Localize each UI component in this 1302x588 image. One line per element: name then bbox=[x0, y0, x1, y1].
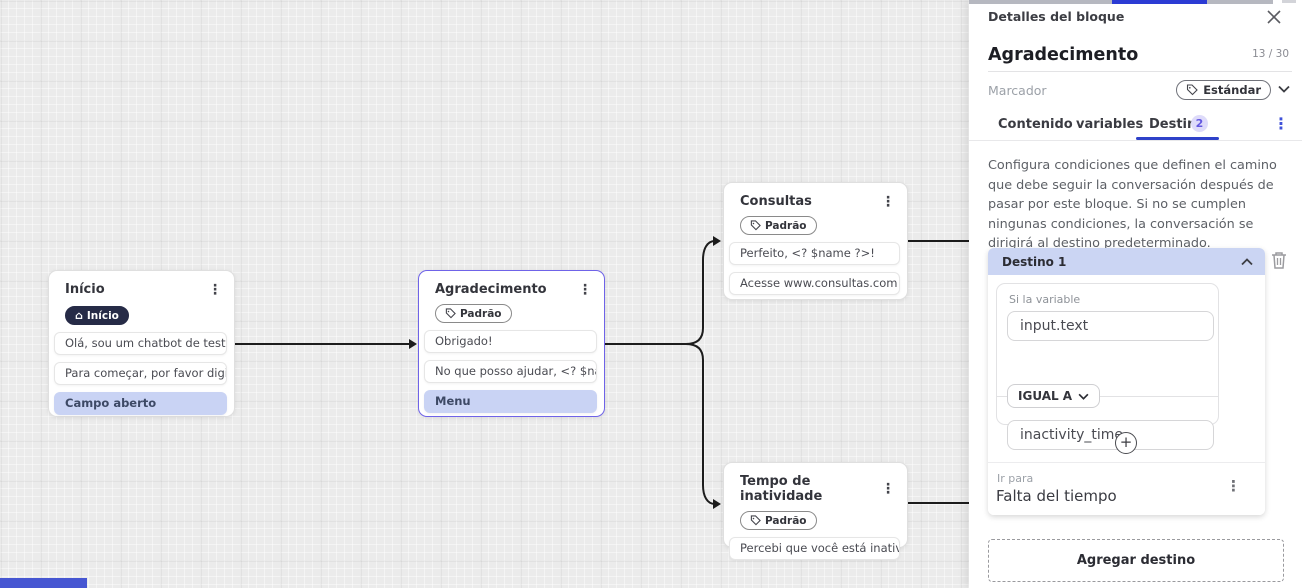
destination-footer: Ir para Falta del tiempo ⋮ bbox=[988, 462, 1265, 515]
message-item[interactable]: Obrigado! bbox=[424, 330, 597, 353]
edge-agradecimento-consultas bbox=[604, 240, 716, 345]
condition-label: Si la variable bbox=[1009, 293, 1081, 306]
node-header: Tempo de inatividade ⋮ bbox=[724, 463, 907, 504]
node-header: Consultas ⋮ bbox=[724, 183, 907, 209]
destino-count-badge: 2 bbox=[1191, 115, 1208, 132]
node-consultas[interactable]: Consultas ⋮ Padrão Perfeito, <? $name ?>… bbox=[723, 182, 908, 300]
badge-label: Padrão bbox=[460, 307, 502, 320]
node-header: Início ⋮ bbox=[49, 271, 234, 297]
goto-value[interactable]: Falta del tiempo bbox=[996, 487, 1117, 505]
message-item[interactable]: No que posso ajudar, <? $name ... bbox=[424, 360, 597, 383]
block-details-panel: Detalles del bloque Agradecimento 13 / 3… bbox=[969, 0, 1302, 588]
node-menu-icon[interactable]: ⋮ bbox=[881, 193, 895, 210]
badge-row: Padrão bbox=[732, 504, 907, 530]
block-name-field[interactable]: Agradecimento bbox=[988, 45, 1139, 65]
message-item[interactable]: Olá, sou um chatbot de teste! bbox=[54, 332, 227, 355]
destination-card-header[interactable]: Destino 1 bbox=[988, 248, 1265, 275]
divider bbox=[997, 396, 1218, 397]
char-counter: 13 / 30 bbox=[1252, 48, 1289, 60]
divider bbox=[969, 140, 1302, 141]
chevron-down-icon[interactable] bbox=[1278, 85, 1290, 93]
message-item[interactable]: Perfeito, <? $name ?>! bbox=[729, 242, 900, 265]
trash-icon[interactable] bbox=[1270, 250, 1288, 270]
badge-label: Padrão bbox=[765, 514, 807, 527]
node-title: Consultas bbox=[740, 194, 812, 209]
badge-label: Início bbox=[86, 309, 119, 322]
operator-label: IGUAL A bbox=[1018, 389, 1073, 403]
marker-chip[interactable]: Estándar bbox=[1176, 80, 1271, 100]
canvas-toolbar-fragment bbox=[0, 578, 87, 588]
chevron-up-icon[interactable] bbox=[1241, 257, 1253, 266]
close-icon[interactable] bbox=[1265, 8, 1283, 26]
edge-arrow-tempo bbox=[713, 499, 721, 509]
start-badge: ⌂Início bbox=[65, 306, 129, 325]
destination-description: Configura condiciones que definen el cam… bbox=[988, 158, 1277, 251]
chevron-down-icon bbox=[1078, 393, 1089, 400]
node-title: Início bbox=[65, 282, 105, 297]
node-header: Agradecimento ⋮ bbox=[419, 271, 604, 297]
home-icon: ⌂ bbox=[75, 309, 83, 322]
badge-row: Padrão bbox=[732, 209, 907, 235]
divider bbox=[988, 71, 1292, 72]
tabs-menu-icon[interactable]: ⋮ bbox=[1273, 114, 1289, 133]
goto-label: Ir para bbox=[997, 472, 1034, 485]
badge-row: ⌂Início bbox=[57, 297, 234, 325]
tag-icon bbox=[445, 308, 456, 319]
badge-label: Padrão bbox=[765, 219, 807, 232]
node-menu-icon[interactable]: ⋮ bbox=[578, 281, 592, 298]
destination-card: Destino 1 Si la variable input.text IGUA… bbox=[988, 248, 1265, 515]
panel-top-strip-end bbox=[1282, 0, 1296, 3]
standard-badge: Padrão bbox=[740, 216, 817, 235]
panel-top-strip-active bbox=[1112, 0, 1207, 4]
marker-placeholder[interactable]: Marcador bbox=[988, 83, 1047, 98]
input-item[interactable]: Campo aberto bbox=[54, 392, 227, 415]
standard-badge: Padrão bbox=[740, 511, 817, 530]
value-input[interactable]: inactivity_time bbox=[1007, 420, 1214, 450]
goto-menu-icon[interactable]: ⋮ bbox=[1226, 477, 1241, 495]
menu-item[interactable]: Menu bbox=[424, 390, 597, 413]
node-agradecimento[interactable]: Agradecimento ⋮ Padrão Obrigado! No que … bbox=[418, 270, 605, 417]
node-menu-icon[interactable]: ⋮ bbox=[881, 481, 895, 497]
tag-icon bbox=[750, 515, 761, 526]
tag-icon bbox=[750, 220, 761, 231]
variable-input[interactable]: input.text bbox=[1007, 311, 1214, 341]
message-item[interactable]: Acesse www.consultas.com par... bbox=[729, 272, 900, 295]
edge-arrow-agradecimento bbox=[409, 339, 417, 349]
edge-arrow-consultas bbox=[713, 236, 721, 246]
operator-select[interactable]: IGUAL A bbox=[1007, 384, 1101, 408]
node-menu-icon[interactable]: ⋮ bbox=[208, 281, 222, 298]
tab-variables[interactable]: variables bbox=[1076, 117, 1144, 132]
message-item[interactable]: Para começar, por favor digite o ... bbox=[54, 362, 227, 385]
panel-title: Detalles del bloque bbox=[988, 9, 1125, 24]
add-condition-button[interactable]: + bbox=[1115, 432, 1137, 454]
destination-title: Destino 1 bbox=[1002, 254, 1067, 269]
tag-icon bbox=[1187, 84, 1198, 96]
condition-card: Si la variable input.text IGUAL A inacti… bbox=[996, 283, 1219, 450]
node-title: Tempo de inatividade bbox=[740, 474, 823, 504]
active-tab-underline bbox=[1136, 137, 1219, 140]
node-inicio[interactable]: Início ⋮ ⌂Início Olá, sou um chatbot de … bbox=[48, 270, 235, 417]
marker-chip-label: Estándar bbox=[1203, 83, 1261, 97]
edge-agradecimento-tempo bbox=[604, 343, 716, 505]
message-item[interactable]: Percebi que você está inativo. C... bbox=[729, 537, 900, 560]
tab-contenido[interactable]: Contenido bbox=[998, 117, 1073, 132]
standard-badge: Padrão bbox=[435, 304, 512, 323]
add-destination-button[interactable]: Agregar destino bbox=[988, 539, 1284, 582]
node-title: Agradecimento bbox=[435, 282, 547, 297]
node-tempo-inatividade[interactable]: Tempo de inatividade ⋮ Padrão Percebi qu… bbox=[723, 462, 908, 560]
badge-row: Padrão bbox=[427, 297, 604, 323]
